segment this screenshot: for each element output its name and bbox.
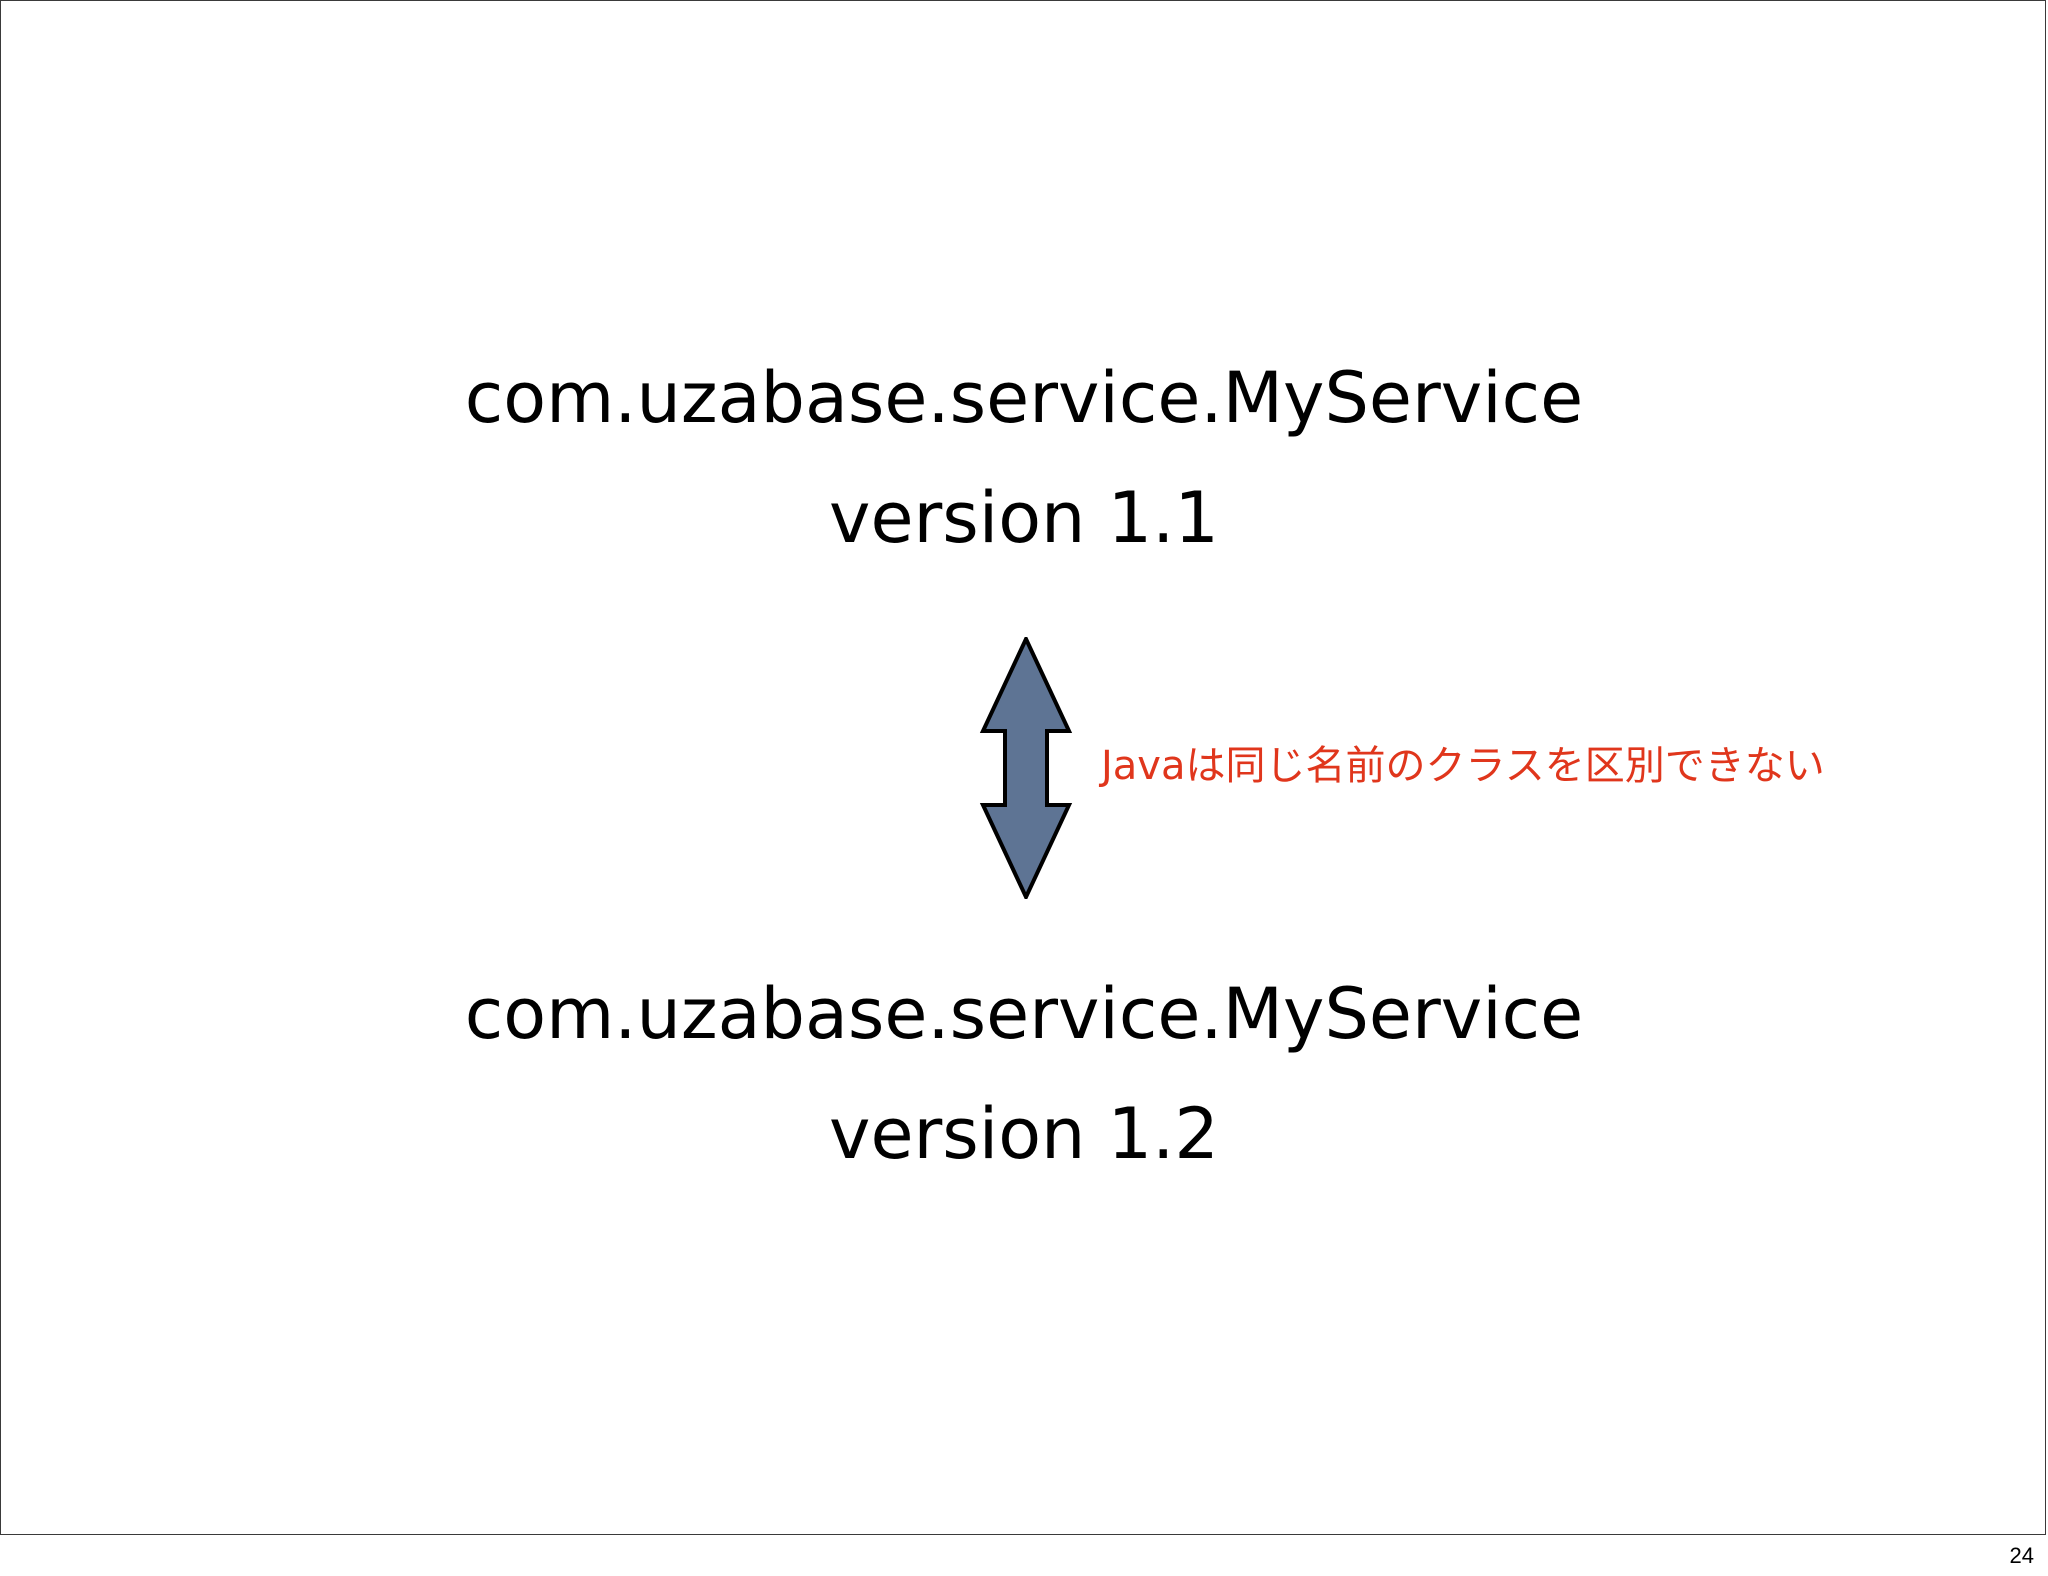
page-number: 24: [2009, 1543, 2034, 1568]
top-version: version 1.1: [829, 477, 1219, 559]
slide: com.uzabase.service.MyService version 1.…: [0, 0, 2046, 1535]
top-class-name: com.uzabase.service.MyService: [464, 357, 1584, 439]
bottom-class-name: com.uzabase.service.MyService: [464, 973, 1584, 1055]
note-text: Javaは同じ名前のクラスを区別できない: [1101, 743, 1825, 789]
double-arrow-icon: [979, 637, 1073, 899]
bottom-version: version 1.2: [829, 1093, 1219, 1175]
